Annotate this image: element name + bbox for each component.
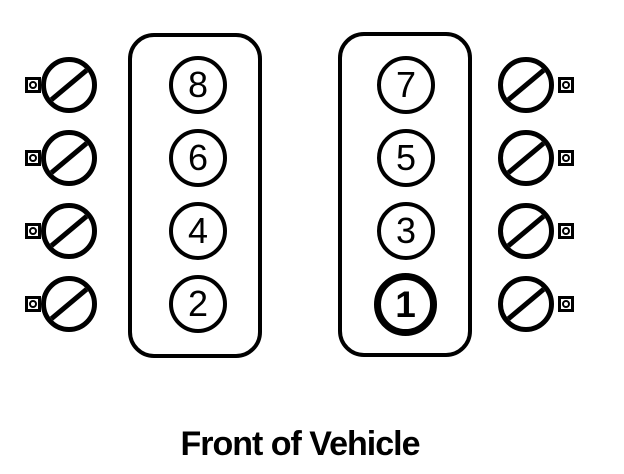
cylinder-number: 1 [395, 284, 416, 325]
cylinder-number: 6 [187, 137, 209, 178]
slash-icon [46, 138, 92, 178]
terminal-connector-icon [25, 150, 41, 166]
slash-icon [46, 211, 92, 251]
cylinder-5: 5 [377, 129, 435, 187]
slash-icon [503, 211, 549, 251]
spark-plug-icon [41, 57, 97, 113]
terminal-connector-icon [558, 77, 574, 93]
cylinder-8: 8 [169, 56, 227, 114]
slash-icon [503, 138, 549, 178]
terminal-pin-icon [562, 227, 570, 235]
spark-plug-icon [498, 57, 554, 113]
slash-icon [503, 65, 549, 105]
slash-icon [503, 284, 549, 324]
cylinder-4: 4 [169, 202, 227, 260]
terminal-connector-icon [25, 296, 41, 312]
cylinder-3: 3 [377, 202, 435, 260]
cylinder-number: 7 [395, 64, 417, 105]
terminal-pin-icon [29, 300, 37, 308]
slash-icon [46, 65, 92, 105]
terminal-pin-icon [562, 154, 570, 162]
terminal-connector-icon [25, 223, 41, 239]
cylinder-7: 7 [377, 56, 435, 114]
terminal-pin-icon [29, 227, 37, 235]
terminal-connector-icon [558, 296, 574, 312]
cylinder-2: 2 [169, 275, 227, 333]
cylinder-number: 8 [187, 64, 209, 105]
spark-plug-icon [498, 203, 554, 259]
slash-icon [46, 284, 92, 324]
cylinder-1: 1 [374, 273, 437, 336]
terminal-pin-icon [562, 81, 570, 89]
cylinder-6: 6 [169, 129, 227, 187]
terminal-connector-icon [558, 223, 574, 239]
terminal-pin-icon [562, 300, 570, 308]
spark-plug-icon [41, 203, 97, 259]
terminal-pin-icon [29, 81, 37, 89]
cylinder-number: 5 [395, 137, 417, 178]
spark-plug-icon [41, 276, 97, 332]
cylinder-number: 2 [187, 283, 209, 324]
spark-plug-icon [498, 130, 554, 186]
cylinder-number: 4 [187, 210, 209, 251]
front-of-vehicle-label: Front of Vehicle [180, 425, 420, 463]
terminal-connector-icon [25, 77, 41, 93]
terminal-connector-icon [558, 150, 574, 166]
spark-plug-icon [498, 276, 554, 332]
terminal-pin-icon [29, 154, 37, 162]
cylinder-number: 3 [395, 210, 417, 251]
spark-plug-icon [41, 130, 97, 186]
